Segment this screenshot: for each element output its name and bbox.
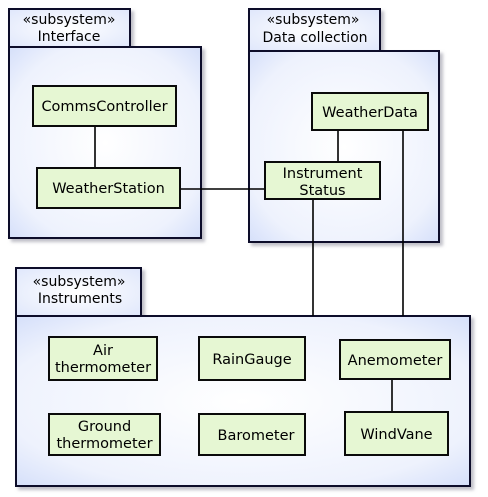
package-interface-stereotype: «subsystem» [23, 12, 116, 28]
class-weather-data[interactable]: WeatherData [311, 92, 429, 131]
package-data-collection-name: Data collection [262, 30, 367, 46]
class-wind-vane-box [344, 411, 449, 456]
class-barometer[interactable]: Barometer [198, 413, 306, 456]
class-instrument-status[interactable]: Instrument Status [264, 161, 381, 200]
package-data-collection[interactable]: «subsystem» Data collection [248, 8, 440, 243]
package-instruments-tab [15, 267, 142, 317]
package-interface-tab [8, 8, 131, 48]
class-air-thermometer-box [48, 336, 158, 381]
class-comms-controller-box [32, 85, 177, 127]
class-anemometer[interactable]: Anemometer [339, 339, 451, 380]
class-instrument-status-label-line1: Instrument [283, 166, 363, 182]
class-ground-thermometer-label-line1: Ground [78, 419, 131, 435]
class-comms-controller[interactable]: CommsController [32, 85, 177, 127]
package-data-collection-stereotype: «subsystem» [267, 12, 360, 28]
class-rain-gauge-label: RainGauge [212, 352, 291, 368]
package-instruments-stereotype: «subsystem» [33, 274, 126, 290]
class-weather-station-box [36, 167, 181, 209]
class-barometer-box [198, 413, 306, 456]
class-rain-gauge-box [198, 336, 306, 381]
class-comms-controller-label: CommsController [41, 99, 167, 115]
package-instruments-name: Instruments [38, 291, 122, 307]
class-anemometer-box [339, 339, 451, 380]
class-ground-thermometer-box [48, 413, 161, 456]
class-anemometer-label: Anemometer [348, 353, 443, 369]
class-instrument-status-box [264, 161, 381, 200]
class-ground-thermometer[interactable]: Ground thermometer [48, 413, 161, 456]
class-wind-vane-label: WindVane [360, 427, 432, 443]
class-barometer-label: Barometer [218, 428, 295, 444]
class-air-thermometer[interactable]: Air thermometer [48, 336, 158, 381]
class-weather-station-label: WeatherStation [52, 181, 165, 197]
class-rain-gauge[interactable]: RainGauge [198, 336, 306, 381]
class-wind-vane[interactable]: WindVane [344, 411, 449, 456]
class-weather-data-label: WeatherData [322, 105, 418, 121]
class-air-thermometer-label-line1: Air [93, 343, 113, 359]
class-air-thermometer-label-line2: thermometer [55, 360, 151, 376]
class-weather-data-box [311, 92, 429, 131]
class-weather-station[interactable]: WeatherStation [36, 167, 181, 209]
package-data-collection-tab [248, 8, 381, 52]
package-interface-body [8, 46, 202, 239]
package-data-collection-body [248, 50, 440, 243]
class-ground-thermometer-label-line2: thermometer [56, 436, 152, 452]
class-instrument-status-label-line2: Status [299, 183, 345, 199]
package-interface-name: Interface [38, 29, 101, 45]
